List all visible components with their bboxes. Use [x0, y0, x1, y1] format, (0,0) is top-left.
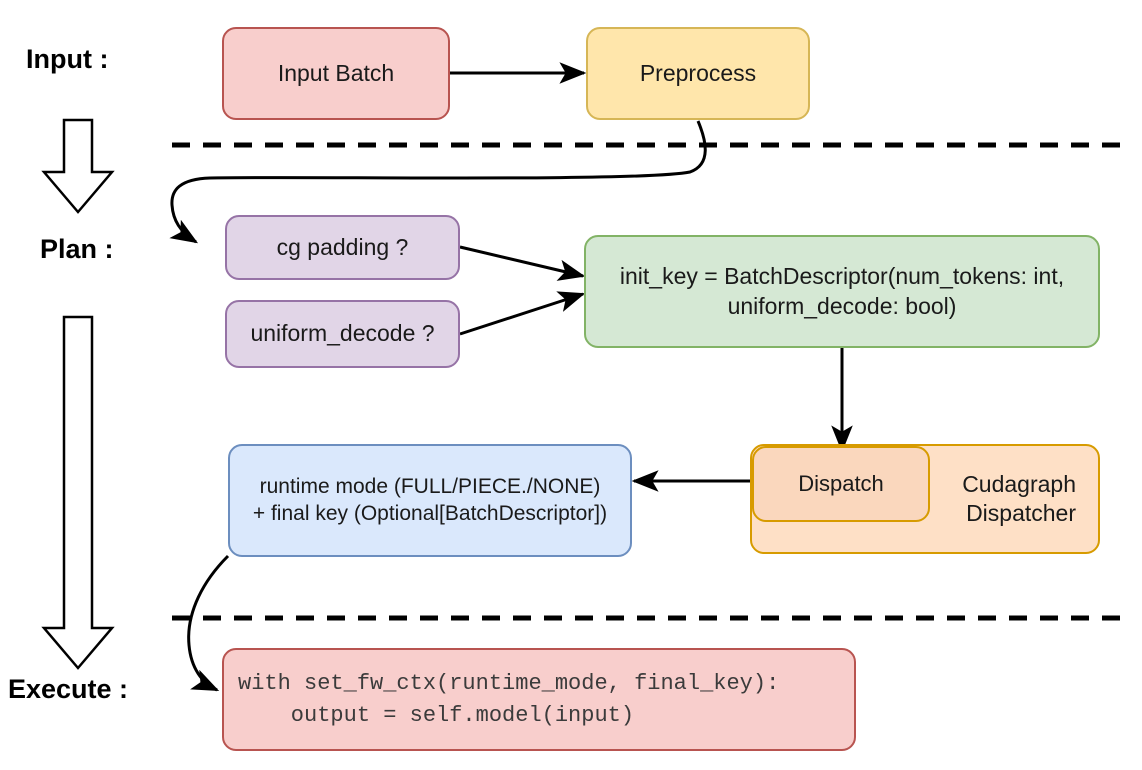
node-execute-code-line1: with set_fw_ctx(runtime_mode, final_key)… [238, 670, 780, 696]
stage-label-input: Input : [26, 44, 109, 74]
stage-label-execute: Execute : [8, 674, 129, 704]
node-uniform-decode[interactable]: uniform_decode ? [225, 300, 460, 368]
node-cudagraph-dispatcher-line1: Cudagraph [962, 470, 1076, 497]
node-cg-padding[interactable]: cg padding ? [225, 215, 460, 280]
node-runtime-mode-line2: + final key (Optional[BatchDescriptor]) [252, 501, 608, 525]
node-init-key-line1: init_key = BatchDescriptor(num_tokens: i… [619, 263, 1065, 290]
stage-label-plan: Plan : [40, 234, 114, 264]
node-runtime-mode-line1: runtime mode (FULL/PIECE./NONE) [259, 474, 601, 498]
input-to-plan-stage-arrow [41, 118, 115, 214]
node-init-key[interactable]: init_key = BatchDescriptor(num_tokens: i… [584, 235, 1100, 348]
node-runtime-mode[interactable]: runtime mode (FULL/PIECE./NONE) + final … [228, 444, 632, 557]
edge-cg-padding-to-init-key [459, 245, 586, 281]
node-cudagraph-dispatcher-line2: Dispatcher [966, 500, 1076, 526]
plan-to-execute-stage-arrow [41, 315, 115, 670]
node-input-batch[interactable]: Input Batch [222, 27, 450, 120]
node-init-key-line2: uniform_decode: bool) [727, 292, 957, 319]
node-dispatch[interactable]: Dispatch [752, 446, 930, 522]
node-execute-code[interactable]: with set_fw_ctx(runtime_mode, final_key)… [222, 648, 856, 751]
edge-uniform-decode-to-init-key [459, 291, 586, 336]
node-preprocess[interactable]: Preprocess [586, 27, 810, 120]
node-execute-code-line2: output = self.model(input) [238, 702, 635, 728]
